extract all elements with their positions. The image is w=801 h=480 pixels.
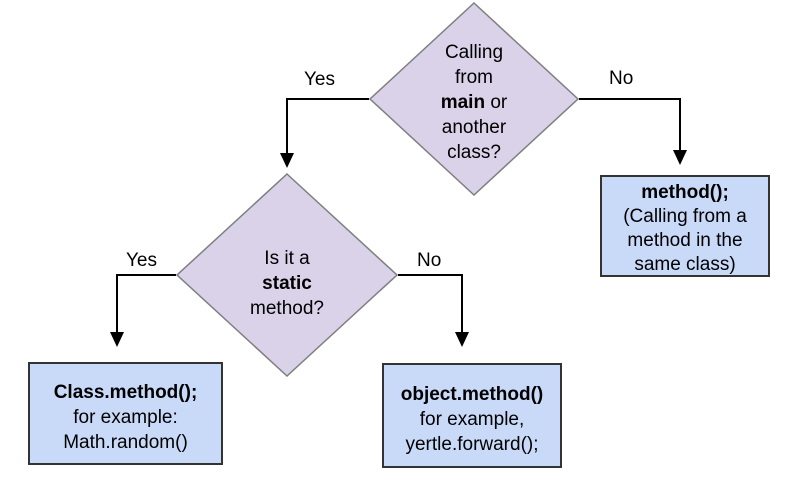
text-line: method? xyxy=(250,298,324,319)
text-line: static xyxy=(262,273,312,294)
result-box-object-method: object.method() for example, yertle.forw… xyxy=(382,363,562,468)
decision-calling-from-text: Calling from main or another class? xyxy=(369,2,579,196)
text-line: Is it a xyxy=(264,248,310,269)
arrow-main-yes xyxy=(280,98,369,168)
code-snippet: Class.method(); xyxy=(53,382,198,403)
code-snippet: method(); xyxy=(641,182,729,203)
result-box-class-method: Class.method(); for example: Math.random… xyxy=(28,362,223,465)
text-line: from xyxy=(455,66,493,88)
text-line: yertle.forward(); xyxy=(405,434,539,455)
text-line: main or xyxy=(440,91,508,113)
text-line: class? xyxy=(447,141,501,163)
text-line: same class) xyxy=(634,254,736,275)
code-snippet: object.method() xyxy=(400,384,544,405)
text-line: method in the xyxy=(627,230,743,251)
decision-calling-from: Calling from main or another class? xyxy=(369,2,579,196)
diamond-shape xyxy=(369,2,579,196)
text-line: Math.random() xyxy=(63,432,188,453)
arrow-static-yes xyxy=(110,274,176,347)
text-line: Calling xyxy=(444,41,504,63)
label-main-yes: Yes xyxy=(304,69,335,90)
text-line: another xyxy=(441,116,507,138)
decision-is-static: Is it a static method? xyxy=(176,173,398,377)
label-static-yes: Yes xyxy=(126,250,157,271)
label-static-no: No xyxy=(417,250,442,271)
text-line: for example, xyxy=(419,409,525,430)
text-line: (Calling from a xyxy=(623,206,747,227)
label-main-no: No xyxy=(609,68,634,89)
decision-is-static-text: Is it a static method? xyxy=(176,173,398,377)
text-line: for example: xyxy=(73,407,178,428)
diamond-shape xyxy=(176,173,398,377)
arrow-static-no xyxy=(398,274,469,347)
result-box-same-class: method(); (Calling from a method in the … xyxy=(600,175,770,277)
arrow-main-no xyxy=(579,98,687,165)
